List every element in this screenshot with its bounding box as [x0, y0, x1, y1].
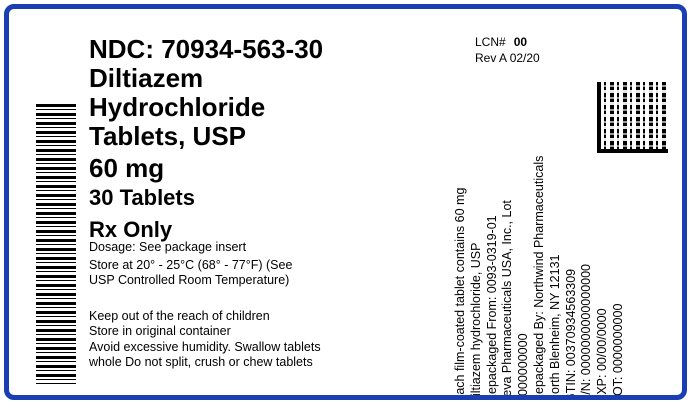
data-matrix-icon — [597, 82, 668, 153]
warning-humidity: Avoid excessive humidity. Swallow tablet… — [89, 340, 321, 354]
drug-label: NDC: 70934-563-30 Diltiazem Hydrochlorid… — [4, 4, 687, 400]
vertical-line: North Blenheim, NY 12131 — [547, 254, 562, 400]
lcn-number: LCN#00 — [475, 35, 528, 49]
ndc-number: NDC: 70934-563-30 — [89, 34, 324, 64]
vertical-line: Teva Pharmaceuticals USA, Inc., Lot — [500, 200, 515, 400]
warning-children: Keep out of the reach of children — [89, 309, 270, 323]
drug-name-line1: Diltiazem — [89, 63, 204, 93]
warning-container: Store in original container — [89, 324, 231, 338]
vertical-line: EXP: 00/00/0000 — [595, 308, 610, 400]
vertical-info-block: Each film-coated tablet contains 60 mg d… — [453, 83, 682, 400]
linear-barcode-icon — [36, 104, 76, 384]
vertical-line: S/N: 0000000000000000 — [579, 263, 594, 400]
tablet-count: 30 Tablets — [89, 185, 195, 210]
strength: 60 mg — [89, 153, 165, 183]
storage-line1: Store at 20° - 25°C (68° - 77°F) (See — [89, 258, 293, 272]
vertical-line: LOT: 0000000000 — [610, 303, 625, 400]
vertical-line: Repackaged From: 0093-0319-01 — [484, 215, 499, 400]
drug-name-line3: Tablets, USP — [89, 121, 247, 151]
data-matrix-finder-bottom — [597, 149, 668, 153]
vertical-line: 0000000000 — [516, 333, 531, 400]
vertical-line: GTIN: 00370934563309 — [563, 268, 578, 400]
vertical-line: Repackaged By: Northwind Pharmaceuticals — [531, 155, 546, 400]
drug-name-line2: Hydrochloride — [89, 92, 266, 122]
storage-line2: USP Controlled Room Temperature) — [89, 273, 290, 287]
vertical-line: diltiazem hydrochloride, USP — [468, 242, 483, 400]
revision: Rev A 02/20 — [475, 51, 540, 65]
vertical-line: Each film-coated tablet contains 60 mg — [453, 187, 467, 400]
rx-only: Rx Only — [89, 217, 173, 242]
dosage-text: Dosage: See package insert — [89, 240, 247, 254]
data-matrix-finder-left — [597, 82, 601, 153]
warning-swallow: whole Do not split, crush or chew tablet… — [89, 355, 313, 369]
